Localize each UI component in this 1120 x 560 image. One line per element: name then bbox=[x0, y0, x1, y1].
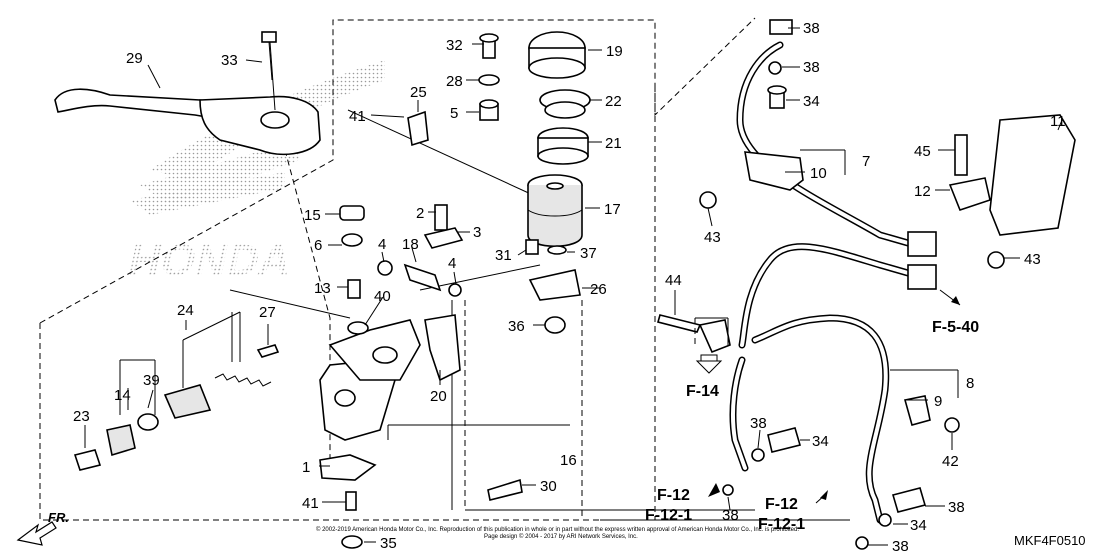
ref-f-5-40: F-5-40 bbox=[932, 319, 979, 336]
callout-label: 37 bbox=[580, 245, 597, 262]
callout-label: 44 bbox=[665, 272, 682, 289]
callout-label: 39 bbox=[143, 372, 160, 389]
callout-label: 28 bbox=[446, 73, 463, 90]
reference-labels: F-5-40 F-14 F-12 F-12-1 F-12 F-12-1 bbox=[645, 319, 979, 533]
ref-f-12-left: F-12 bbox=[657, 487, 690, 504]
callout-label: 43 bbox=[1024, 251, 1041, 268]
callout-label: 8 bbox=[966, 375, 974, 392]
callout-label: 34 bbox=[910, 517, 927, 534]
piston-set bbox=[73, 344, 280, 471]
ref-f-12-right: F-12 bbox=[765, 496, 798, 513]
callout-label: 2 bbox=[416, 205, 424, 222]
callout-label: 11 bbox=[1050, 113, 1066, 130]
callout-label: 26 bbox=[590, 281, 607, 298]
callout-label: 38 bbox=[803, 20, 820, 37]
ref-f-12-1-right: F-12-1 bbox=[758, 516, 805, 533]
callout-label: 14 bbox=[114, 387, 131, 404]
footer: © 2002-2019 American Honda Motor Co., In… bbox=[316, 526, 1086, 548]
callout-label: 35 bbox=[380, 535, 397, 552]
callout-label: 42 bbox=[942, 453, 959, 470]
callout-label: 16 bbox=[560, 452, 577, 469]
direction-label: FR. bbox=[48, 510, 69, 525]
callout-label: 38 bbox=[948, 499, 965, 516]
callout-label: 41 bbox=[302, 495, 319, 512]
callout-label: 41 bbox=[349, 108, 366, 125]
callout-label: 10 bbox=[810, 165, 827, 182]
front-direction-arrow: FR. bbox=[16, 510, 69, 546]
callout-label: 29 bbox=[126, 50, 143, 67]
callout-label: 5 bbox=[450, 105, 458, 122]
callout-label: 6 bbox=[314, 237, 322, 254]
callout-label: 31 bbox=[495, 247, 512, 264]
callout-label: 17 bbox=[604, 201, 621, 218]
assembly-outlines bbox=[39, 17, 850, 521]
callout-label: 18 bbox=[402, 236, 419, 253]
callout-label: 30 bbox=[540, 478, 557, 495]
callout-label: 27 bbox=[259, 304, 276, 321]
callout-label: 19 bbox=[606, 43, 623, 60]
callout-label: 40 bbox=[374, 288, 391, 305]
callout-label: 24 bbox=[177, 302, 194, 319]
master-cylinder-body bbox=[319, 319, 421, 481]
callout-label: 12 bbox=[914, 183, 931, 200]
callout-label: 38 bbox=[803, 59, 820, 76]
copyright-line-2: Page design © 2004 - 2017 by ARI Network… bbox=[484, 533, 638, 540]
ref-f-14: F-14 bbox=[686, 383, 719, 400]
callout-label: 34 bbox=[812, 433, 829, 450]
callout-label: 33 bbox=[221, 52, 238, 69]
callout-label: 4 bbox=[378, 236, 386, 253]
callout-label: 43 bbox=[704, 229, 721, 246]
honda-wing-watermark: HONDA bbox=[124, 60, 385, 285]
callout-label: 34 bbox=[803, 93, 820, 110]
callout-label: 38 bbox=[750, 415, 767, 432]
reservoir-assembly bbox=[527, 31, 591, 248]
callout-label: 23 bbox=[73, 408, 90, 425]
callout-label: 1 bbox=[302, 459, 310, 476]
brake-lever bbox=[54, 31, 321, 156]
callout-label: 38 bbox=[722, 507, 739, 524]
leader-lines bbox=[84, 27, 1063, 546]
svg-text:HONDA: HONDA bbox=[124, 236, 296, 284]
callout-label: 25 bbox=[410, 84, 427, 101]
copyright-line-1: © 2002-2019 American Honda Motor Co., In… bbox=[316, 526, 799, 533]
callout-label: 21 bbox=[605, 135, 622, 152]
arrows bbox=[694, 289, 961, 504]
callout-label: 32 bbox=[446, 37, 463, 54]
callout-label: 7 bbox=[862, 153, 870, 170]
hose-fittings bbox=[699, 61, 1005, 550]
callout-label: 20 bbox=[430, 388, 447, 405]
brake-hoses bbox=[657, 19, 1076, 524]
callout-label: 45 bbox=[914, 143, 931, 160]
callout-label: 15 bbox=[304, 207, 321, 224]
callout-label: 4 bbox=[448, 255, 456, 272]
callout-label: 13 bbox=[314, 280, 331, 297]
callout-label: 22 bbox=[605, 93, 622, 110]
callout-label: 9 bbox=[934, 393, 942, 410]
hardware-parts bbox=[339, 33, 581, 549]
callout-numbers: 29 33 32 19 28 22 5 21 25 41 17 15 2 3 6… bbox=[73, 20, 1066, 555]
callout-label: 38 bbox=[892, 538, 909, 555]
callout-label: 36 bbox=[508, 318, 525, 335]
ref-f-12-1-left: F-12-1 bbox=[645, 507, 692, 524]
callout-label: 3 bbox=[473, 224, 481, 241]
diagram-code: MKF4F0510 bbox=[1014, 533, 1086, 548]
